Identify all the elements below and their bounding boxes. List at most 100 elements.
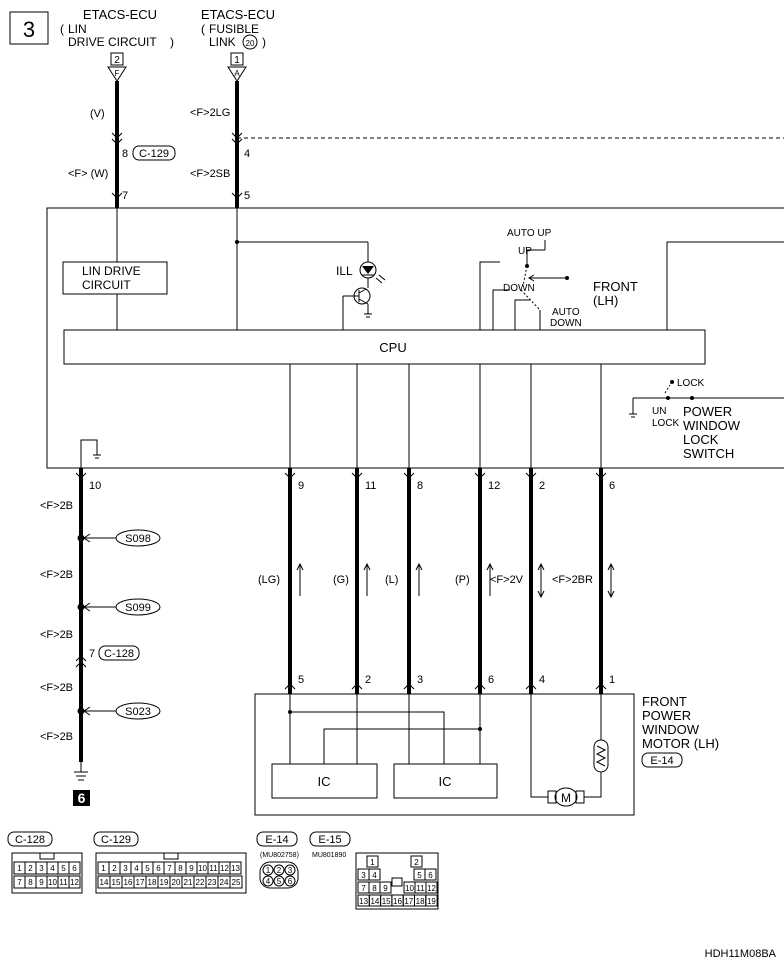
auto-down-line1: AUTO	[552, 307, 580, 318]
connector-pin: 3	[123, 864, 128, 873]
wire2-bottom-pin: 5	[244, 190, 250, 202]
ecu2-pin: 1	[234, 55, 240, 66]
output-wire-top-pin: 12	[488, 480, 500, 492]
connector-pin: 9	[39, 878, 44, 887]
pwls-line2: WINDOW	[683, 418, 741, 433]
motor-line2: POWER	[642, 708, 691, 723]
connector-pin: 8	[178, 864, 183, 873]
wire1-bottom-pin: 7	[122, 190, 128, 202]
connector-pin: 18	[416, 897, 425, 906]
splice-s099: S099	[125, 602, 151, 614]
connector-pin: 1	[17, 864, 22, 873]
connector-pin: 6	[72, 864, 77, 873]
unlock-line1: UN	[652, 406, 666, 417]
ground-junction-conn: C-128	[104, 648, 134, 660]
power-window-switch-box: LIN DRIVE CIRCUIT ILL CPU AUTO UP U	[46, 207, 784, 469]
ic2-label: IC	[439, 774, 452, 789]
connector-pin: 23	[208, 878, 217, 887]
ecu1-conn: F	[115, 69, 120, 78]
ecu2-title: ETACS-ECU	[201, 7, 275, 22]
connector-pin: 4	[134, 864, 139, 873]
output-wire-color: (LG)	[258, 574, 280, 586]
output-wire-bottom-pin: 4	[539, 674, 545, 686]
connector-pin: 24	[220, 878, 229, 887]
connector-pin: 11	[209, 864, 218, 873]
connector-pin: 18	[148, 878, 157, 887]
connector-pin: 11	[416, 884, 425, 893]
connector-pin: 19	[160, 878, 169, 887]
connector-pin: 21	[184, 878, 193, 887]
output-wire-color: (G)	[333, 574, 349, 586]
connector-pin: 6	[428, 871, 433, 880]
connector-pin: 5	[145, 864, 150, 873]
page-number-text: 3	[23, 17, 35, 42]
wire1-junction-pin: 8	[122, 148, 128, 160]
wire2-junction-pin: 4	[244, 148, 250, 160]
front-power-window-motor: IC IC M FRONT POWER WINDOW MOTOR (LH) E-…	[254, 693, 719, 816]
e14-name: E-14	[265, 834, 288, 846]
wire2-bottom-color: <F>2SB	[190, 168, 230, 180]
ecu2-paren-open: (	[201, 22, 205, 36]
ecu2-conn: A	[234, 69, 240, 78]
connector-pin: 5	[61, 864, 66, 873]
connector-pin: 6	[288, 877, 293, 886]
down-label: DOWN	[503, 283, 535, 294]
output-wire-color: (L)	[385, 574, 398, 586]
lin-drive-line1: LIN DRIVE	[82, 264, 141, 278]
ecu2-paren-close: )	[262, 35, 266, 49]
connector-pin: 4	[266, 877, 271, 886]
connector-pin: 2	[112, 864, 117, 873]
connector-pin: 1	[101, 864, 106, 873]
ecu2-fuse-no: 20	[246, 39, 255, 48]
output-wire-color: (P)	[455, 574, 470, 586]
ecu1-pin: 2	[114, 55, 120, 66]
connector-pin: 2	[28, 864, 33, 873]
connector-pin: 10	[48, 878, 57, 887]
ground-color-1: <F>2B	[40, 500, 73, 512]
ill-label: ILL	[336, 264, 353, 278]
connector-pin: 13	[359, 897, 368, 906]
motor-line1: FRONT	[642, 694, 687, 709]
wire-fusible: <F>2LG 4 <F>2SB 5	[190, 81, 784, 208]
ground-color-2: <F>2B	[40, 569, 73, 581]
wire1-junction-conn: C-129	[139, 148, 169, 160]
output-wire-top-pin: 2	[539, 480, 545, 492]
connector-pin: 13	[231, 864, 240, 873]
connector-pin: 14	[370, 897, 379, 906]
lin-drive-line2: CIRCUIT	[82, 278, 131, 292]
ground-wire: 10 <F>2B S098 <F>2B S099 <F>2B 7 C-128 <…	[40, 468, 161, 806]
motor-m-label: M	[561, 791, 571, 805]
connector-pin: 19	[427, 897, 436, 906]
c129-name: C-129	[101, 834, 131, 846]
connector-pin: 2	[277, 866, 282, 875]
connector-pin: 1	[266, 866, 271, 875]
connector-pin: 14	[100, 878, 109, 887]
output-wire-bottom-pin: 6	[488, 674, 494, 686]
connector-pin: 7	[167, 864, 172, 873]
connector-pin: 5	[277, 877, 282, 886]
connector-pin: 16	[124, 878, 133, 887]
connector-pin: 8	[28, 878, 33, 887]
ground-color-5: <F>2B	[40, 731, 73, 743]
e15-part: MU801890	[312, 852, 346, 859]
connector-pin: 8	[372, 884, 377, 893]
front-lh-line2: (LH)	[593, 293, 618, 308]
ecu2-line2: LINK	[209, 35, 236, 49]
ecu2-line1: FUSIBLE	[209, 22, 259, 36]
e14-part: (MU802758)	[260, 852, 299, 859]
connector-pin: 6	[156, 864, 161, 873]
motor-line4: MOTOR (LH)	[642, 736, 719, 751]
output-wire-color: <F>2V	[490, 574, 524, 586]
connector-pin: 17	[404, 897, 413, 906]
motor-conn: E-14	[650, 755, 673, 767]
ecu1-line1: LIN	[68, 22, 87, 36]
output-wire-top-pin: 6	[609, 480, 615, 492]
output-wire-bottom-pin: 5	[298, 674, 304, 686]
wire1-bottom-color: <F> (W)	[68, 168, 108, 180]
connector-pin: 10	[405, 884, 414, 893]
connector-pin: 3	[288, 866, 293, 875]
page-number: 3	[9, 11, 49, 45]
output-wire-top-pin: 8	[417, 480, 423, 492]
